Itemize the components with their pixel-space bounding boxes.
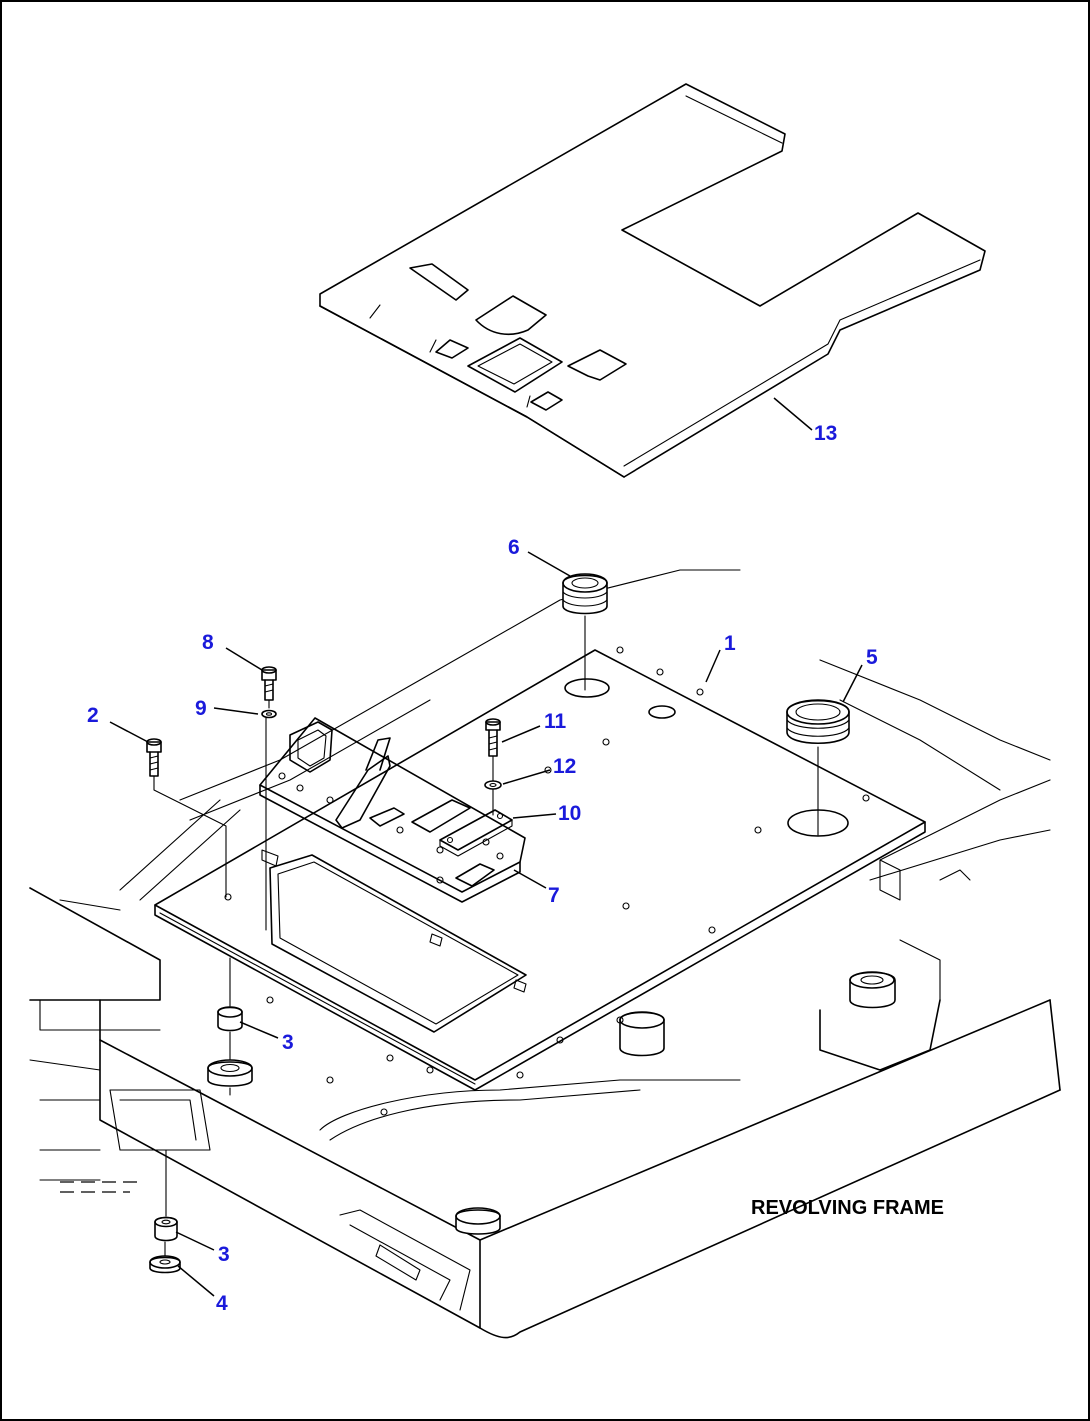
mat-window-d (467, 337, 563, 393)
mount-part-3-lower (154, 1216, 178, 1242)
diagram-caption: REVOLVING FRAME (751, 1197, 944, 1219)
mat-cutout-b (475, 295, 547, 336)
callout-10: 10 (558, 802, 581, 825)
callout-leaders (109, 397, 863, 1297)
washer-part-4 (149, 1255, 181, 1274)
bracket-assembly-part-7 (259, 717, 526, 903)
mat-hole-f (530, 391, 563, 411)
callout-3-lower: 3 (218, 1243, 230, 1266)
bolt-part-11 (485, 718, 501, 757)
callout-3-upper: 3 (282, 1031, 294, 1054)
washer-part-9 (261, 709, 277, 719)
mount-part-3-frame (207, 1059, 253, 1087)
callout-13: 13 (814, 422, 837, 445)
mat-hole-c (435, 339, 469, 359)
callout-8: 8 (202, 631, 214, 654)
floor-plate-part-1 (154, 646, 926, 1116)
mat-slot-a (409, 263, 469, 301)
bolt-part-2 (146, 738, 162, 777)
callout-2: 2 (87, 704, 99, 727)
revolving-frame-structure (29, 569, 1061, 1339)
grommet-part-5 (786, 699, 850, 745)
floor-mat-part-13 (319, 83, 986, 478)
mat-cutout-e (567, 349, 627, 381)
callout-5: 5 (866, 646, 878, 669)
bolt-part-8 (261, 666, 277, 701)
callout-12: 12 (553, 755, 576, 778)
callout-4: 4 (216, 1292, 228, 1315)
mount-part-3-upper (217, 1006, 243, 1032)
callout-1: 1 (724, 632, 736, 655)
callout-numbers: 1 2 3 3 4 5 6 7 8 9 10 11 12 13 (87, 422, 878, 1315)
plate-part-10 (439, 809, 513, 857)
plate-hole-6 (564, 678, 610, 698)
floor-plate-inspection-opening (269, 854, 527, 1033)
assembly-centerlines (153, 615, 819, 1257)
washer-part-12 (484, 780, 502, 790)
callout-9: 9 (195, 697, 207, 720)
grommet-part-6 (562, 573, 608, 615)
callout-11: 11 (544, 710, 567, 733)
callout-7: 7 (548, 884, 560, 907)
callout-6: 6 (508, 536, 520, 559)
